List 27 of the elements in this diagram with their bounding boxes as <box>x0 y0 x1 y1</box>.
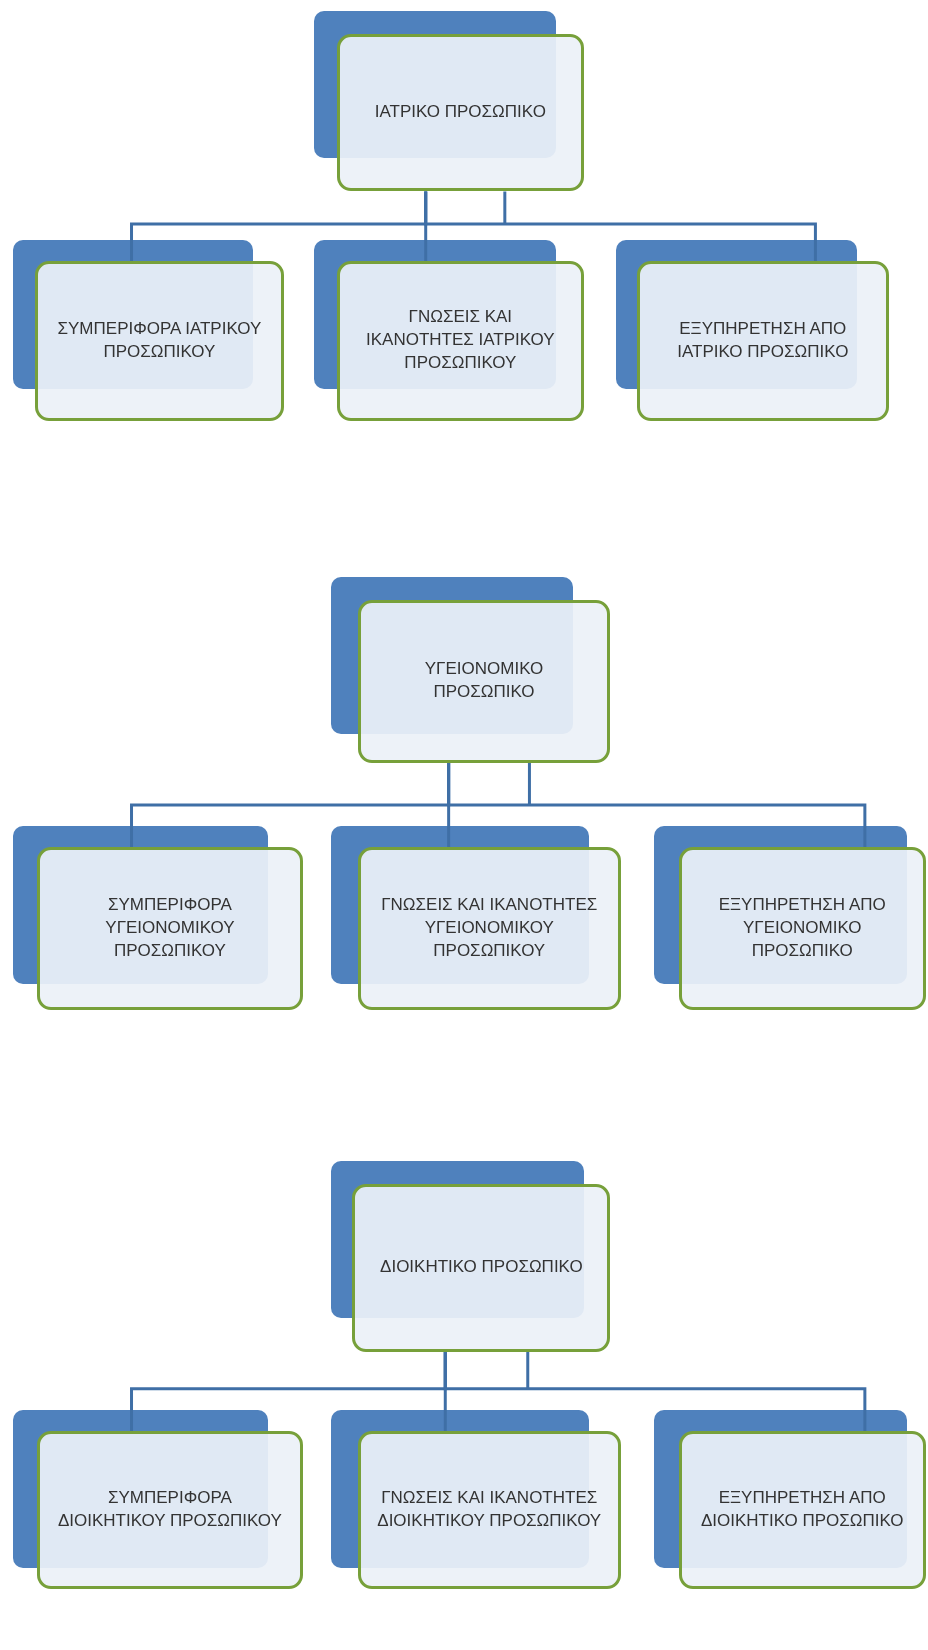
org-box <box>36 1430 303 1589</box>
node-text: ΣΥΜΠΕΡΙΦΟΡΑ ΔΙΟΙΚΗΤΙΚΟΥ ΠΡΟΣΩΠΙΚΟΥ <box>56 1486 283 1532</box>
org-box <box>357 1430 621 1589</box>
node-text: ΣΥΜΠΕΡΙΦΟΡΑ ΙΑΤΡΙΚΟΥ ΠΡΟΣΩΠΙΚΟΥ <box>56 317 263 363</box>
node-text: ΔΙΟΙΚΗΤΙΚΟ ΠΡΟΣΩΠΙΚΟ <box>380 1256 583 1279</box>
org-box <box>678 1430 926 1589</box>
node-text: ΓΝΩΣΕΙΣ ΚΑΙ ΙΚΑΝΟΤΗΤΕΣ ΔΙΟΙΚΗΤΙΚΟΥ ΠΡΟΣΩΠΙΚΟΥ <box>376 1486 603 1532</box>
org-box <box>336 260 584 421</box>
node-text: ΓΝΩΣΕΙΣ ΚΑΙ ΙΚΑΝΟΤΗΤΕΣ ΙΑΤΡΙΚΟΥ ΠΡΟΣΩΠΙΚΟΥ <box>365 306 556 375</box>
connector-line <box>443 1352 867 1431</box>
node-text: ΣΥΜΠΕΡΙΦΟΡΑ ΥΓΕΙΟΝΟΜΙΚΟΥ ΠΡΟΣΩΠΙΚΟΥ <box>104 894 236 962</box>
node-text: ΓΝΩΣΕΙΣ ΚΑΙ ΙΚΑΝΟΤΗΤΕΣ ΥΓΕΙΟΝΟΜΙΚΟΥ ΠΡΟΣΩΠΙΚΟΥ <box>380 894 599 962</box>
node-text: ΕΞΥΠΗΡΕΤΗΣΗ ΑΠΟ ΥΓΕΙΟΝΟΜΙΚΟ ΠΡΟΣΩΠΙΚΟ <box>717 894 887 962</box>
node-text: ΥΓΕΙΟΝΟΜΙΚΟ ΠΡΟΣΩΠΙΚΟ <box>423 658 545 704</box>
node-text: ΙΑΤΡΙΚΟ ΠΡΟΣΩΠΙΚΟ <box>374 101 546 124</box>
node-text: ΕΞΥΠΗΡΕΤΗΣΗ ΑΠΟ ΔΙΟΙΚΗΤΙΚΟ ΠΡΟΣΩΠΙΚΟ <box>699 1486 905 1532</box>
org-box <box>357 846 621 1011</box>
org-box <box>357 599 611 763</box>
node-text: ΕΞΥΠΗΡΕΤΗΣΗ ΑΠΟ ΙΑΤΡΙΚΟ ΠΡΟΣΩΠΙΚΟ <box>676 317 850 363</box>
connector-line <box>447 762 867 847</box>
connector-line <box>424 191 817 261</box>
org-box <box>636 260 890 421</box>
org-box <box>36 846 303 1011</box>
org-box <box>34 260 285 421</box>
org-box <box>352 1183 611 1352</box>
org-box <box>336 33 584 192</box>
org-box <box>678 846 926 1011</box>
